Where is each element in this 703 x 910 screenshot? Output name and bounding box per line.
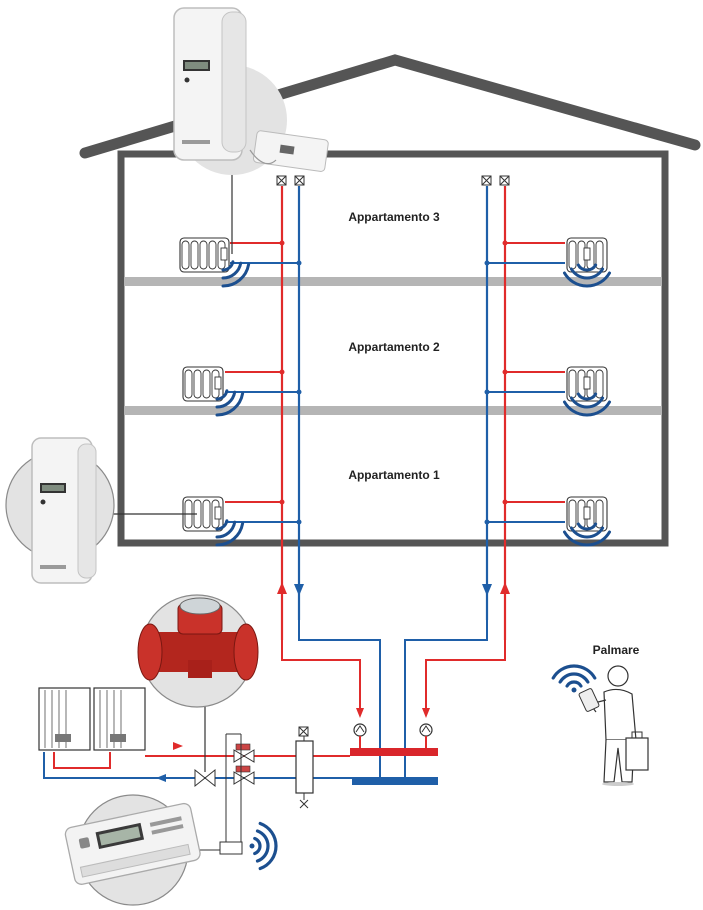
heat-meter-icon [194, 768, 216, 788]
radiator-icon [566, 366, 608, 402]
plant-room-piping [43, 620, 506, 855]
temperature-sensor-box [219, 841, 243, 855]
shutoff-valve-icon [233, 771, 255, 785]
boiler-icon [38, 687, 91, 751]
wireless-signal-icon [215, 519, 245, 547]
flow-arrow-up-icon [277, 582, 287, 594]
radiator-icon [566, 237, 608, 273]
wireless-signal-icon [249, 821, 278, 871]
handheld-label: Palmare [593, 643, 640, 657]
technician-with-handheld-icon [578, 665, 649, 786]
heat-cost-allocator-icon [583, 376, 591, 390]
flow-arrow-down-icon [294, 584, 304, 596]
energy-counter-icon [64, 802, 201, 885]
house-walls [117, 150, 669, 547]
heat-cost-allocator-icon [583, 506, 591, 520]
wireless-signal-icon [215, 389, 245, 417]
boiler-icon [93, 687, 146, 751]
apartment-2-label: Appartamento 2 [348, 340, 440, 354]
shutoff-valve-icon [233, 749, 255, 763]
boilers [38, 687, 146, 751]
energy-counter-callout [64, 794, 201, 906]
heat-cost-allocator-icon [214, 376, 222, 390]
heat-meter-callout [137, 594, 259, 708]
right-risers [481, 175, 510, 640]
supply-manifold [350, 748, 438, 756]
radiator-icon [566, 496, 608, 532]
wireless-signal-icon [562, 263, 612, 288]
apartment-3-label: Appartamento 3 [348, 210, 440, 224]
wireless-signal-icon [562, 392, 612, 417]
heat-cost-allocator-icon [583, 247, 591, 261]
heat-cost-allocator-icon [214, 506, 222, 520]
floor-slab-3 [124, 277, 662, 286]
hydraulic-separator-icon [295, 740, 314, 794]
flow-arrow-up-icon [500, 582, 510, 594]
allocator-callout-top [173, 7, 329, 254]
radiator-icon [179, 237, 230, 273]
wireless-signals [215, 260, 612, 871]
return-manifold [352, 777, 438, 785]
radiator-icon [182, 366, 224, 402]
house [79, 54, 701, 547]
radiators [179, 237, 608, 532]
flow-arrow-down-icon [482, 584, 492, 596]
floor-slab-2 [124, 406, 662, 415]
apartment-branches [225, 240, 565, 525]
apartment-1-label: Appartamento 1 [348, 468, 440, 482]
radiator-icon [182, 496, 224, 532]
wireless-signal-icon [221, 260, 251, 288]
heat-cost-allocator-icon [220, 247, 228, 261]
wireless-signal-icon [562, 522, 612, 547]
left-risers [276, 175, 305, 640]
allocator-callout-left [5, 437, 197, 584]
handheld-device-icon [578, 688, 600, 712]
wireless-signal-icon [551, 664, 597, 693]
